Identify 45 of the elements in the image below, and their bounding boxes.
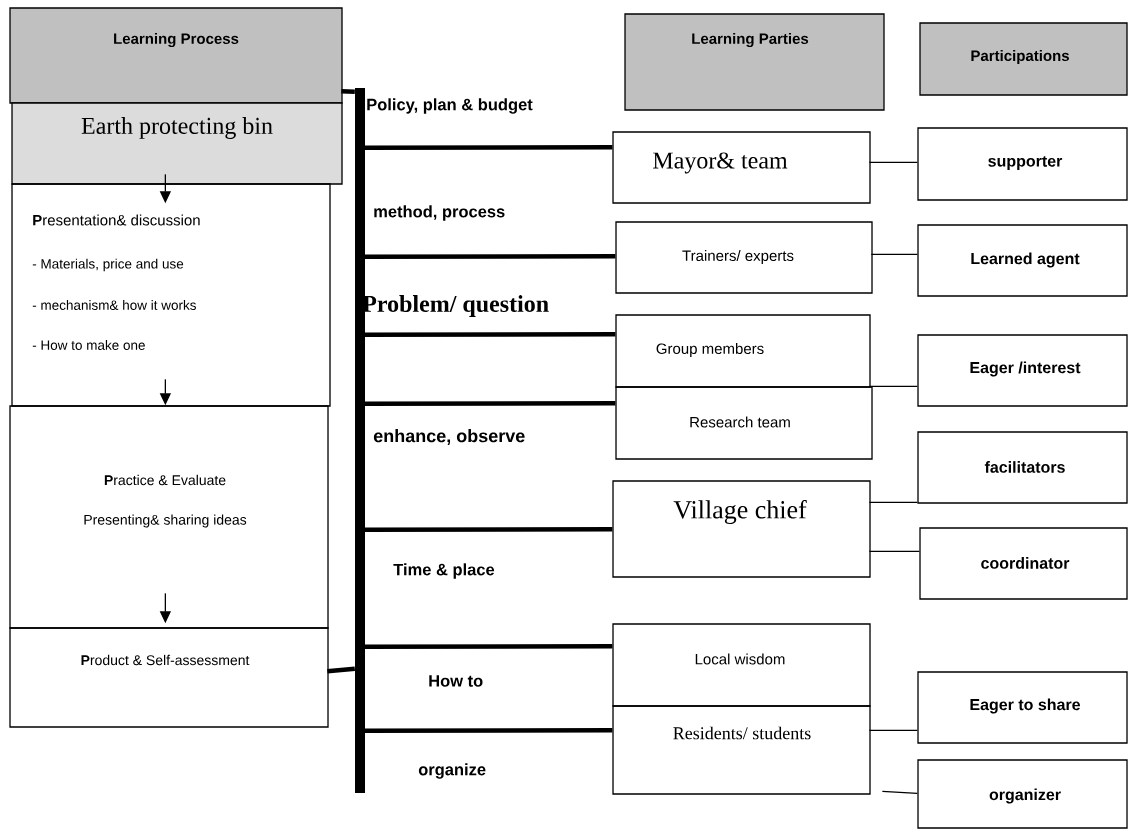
rung-label: Policy, plan & budget [367,98,533,114]
connector-line [868,385,918,387]
connector-line [870,253,918,255]
role-box: facilitators [917,431,1128,504]
connector-line [364,145,613,151]
rung-label: How to [429,675,483,687]
role-box: Learned agent [917,224,1128,297]
connector-line [868,550,920,552]
connector-line [364,254,616,260]
connector-line [868,161,918,163]
title-box: Earth protecting bin [11,102,343,185]
connector-line [364,644,613,650]
party-box: Group members [615,314,871,388]
connector-line [364,332,616,338]
rung-label: Time & place [393,563,495,579]
role-box: Eager /interest [917,334,1128,407]
rung-label: enhance, observe [373,429,525,445]
role-box: organizer [917,759,1128,829]
connector-line [868,729,918,731]
party-box: Mayor& team [612,131,871,204]
party-box: Village chief [612,480,871,578]
step-box: Practice & Evaluate Presenting& sharing ideas [9,405,329,629]
connector-line [364,527,613,533]
connector-line [341,89,355,95]
connector-line [364,728,613,734]
party-box: Trainers/ experts [615,221,873,294]
step-box: Product & Self-assessment [9,627,329,728]
role-box: coordinator [919,527,1128,600]
connector-line [327,666,355,674]
party-box: Local wisdom [612,623,871,707]
step-box: Presentation& discussion - Materials, price and use - mechanism& how it works - How to make one [11,183,331,407]
header-box: Participations [919,22,1128,96]
connector-line [868,501,918,503]
header-box: Learning Process [9,7,343,104]
header-box: Learning Parties [624,13,885,111]
rung-label: method, process [374,205,505,221]
role-box: Eager to share [917,671,1128,744]
rung-label: organize [418,763,486,779]
role-box: supporter [917,127,1128,201]
party-box: Residents/ students [612,705,871,795]
rung-label: Problem/ question [362,295,549,317]
connector-line [881,790,918,794]
connector-line [364,401,616,407]
vertical-bar [355,88,365,793]
party-box: Research team [615,386,873,460]
